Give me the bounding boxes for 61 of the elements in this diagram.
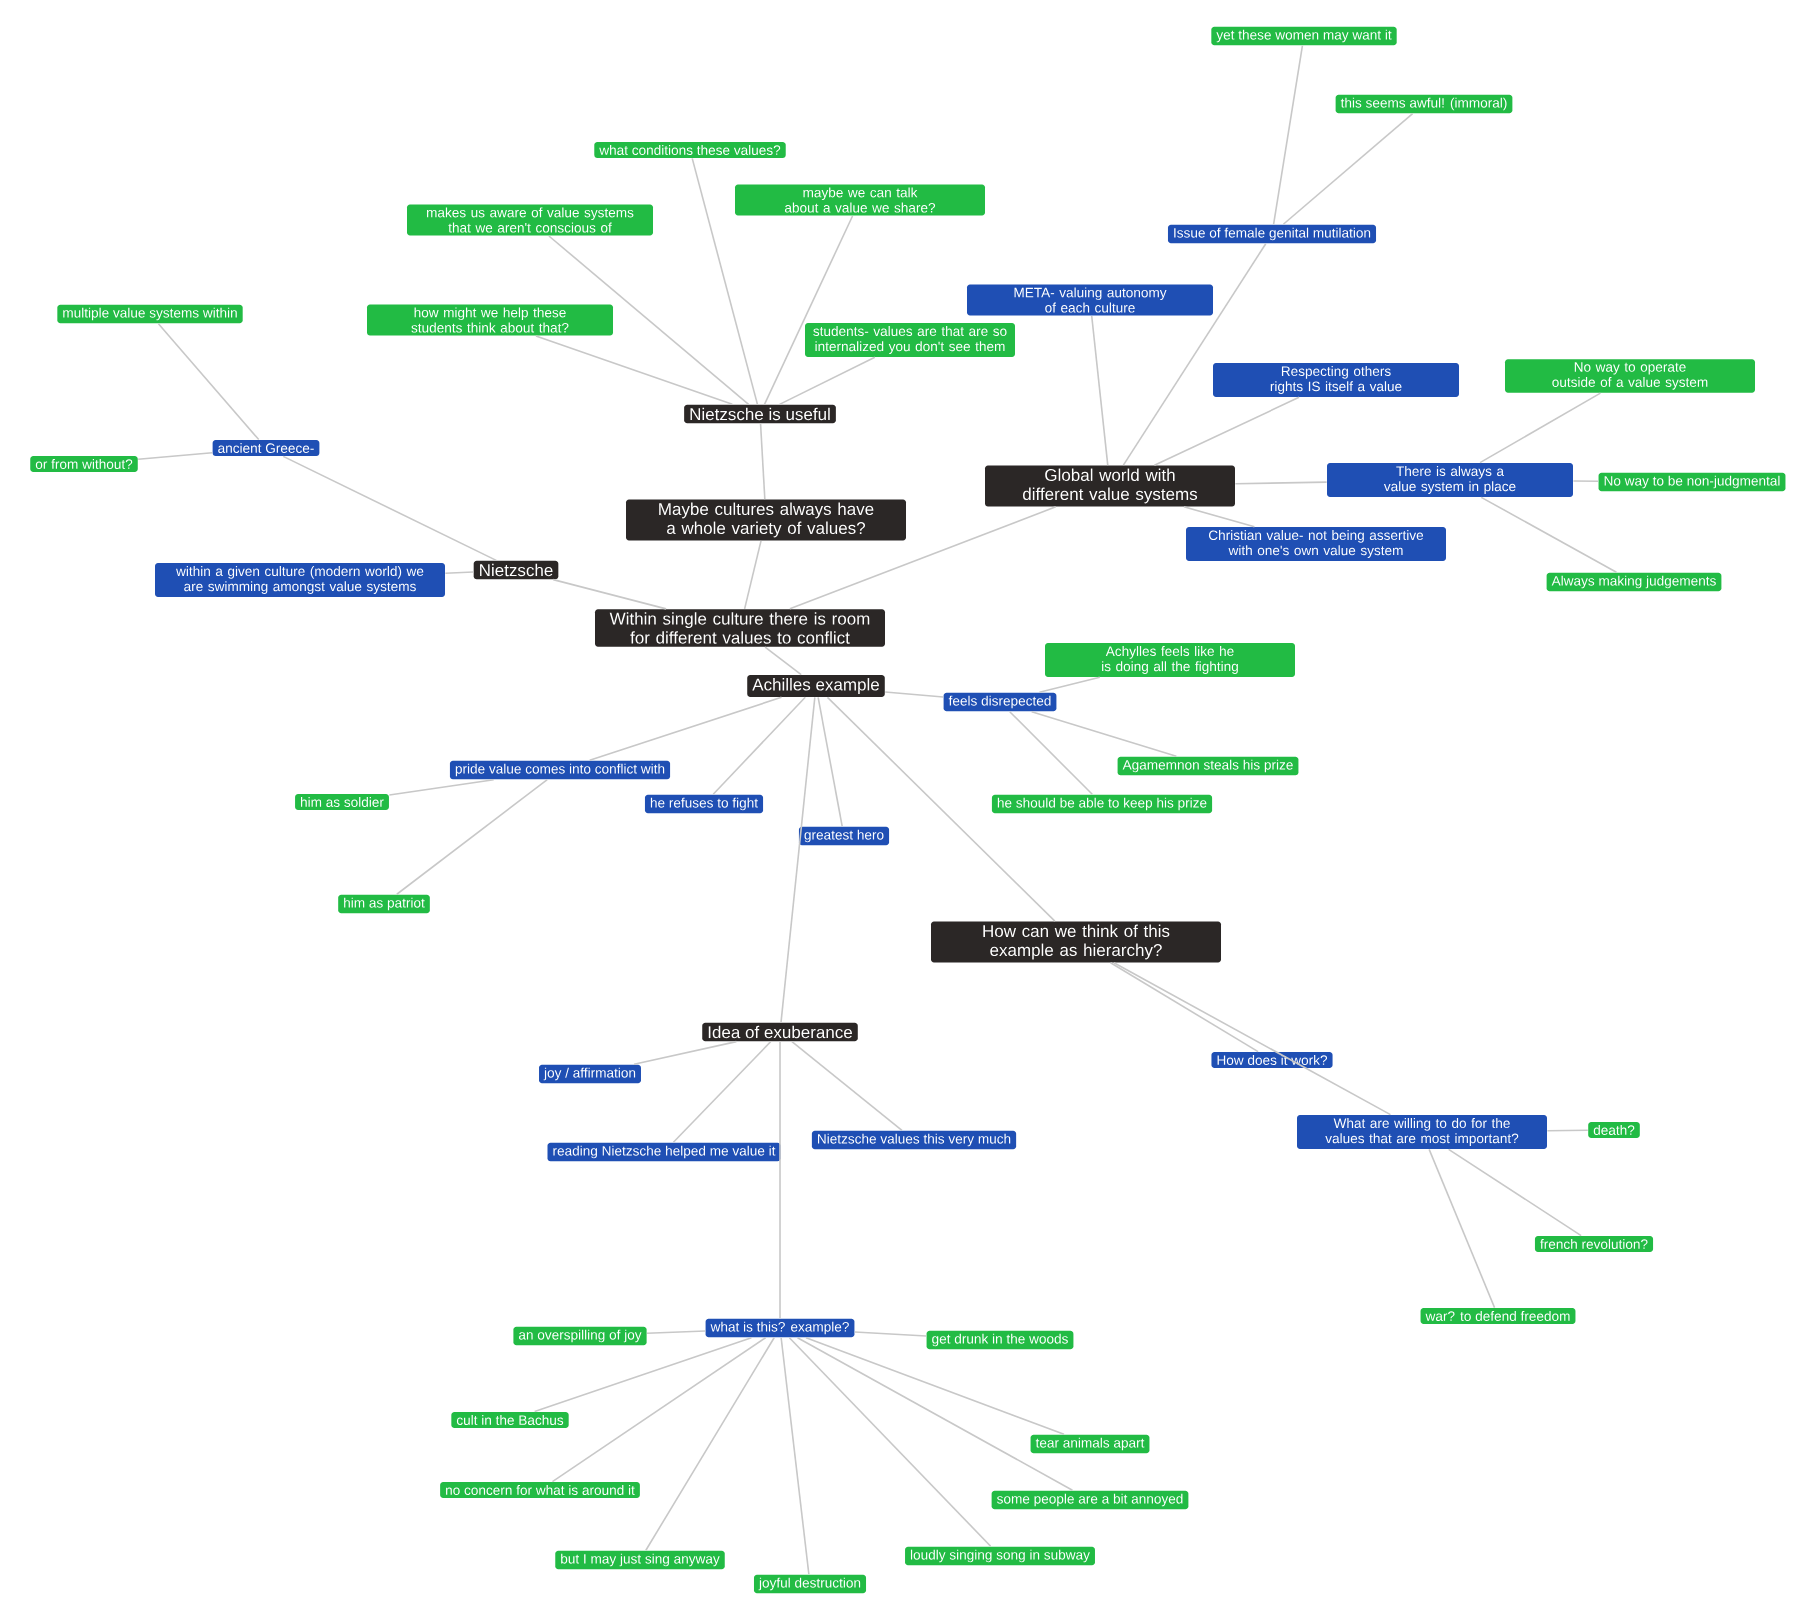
connector-line	[817, 696, 843, 828]
connector-line	[854, 1331, 927, 1337]
connector-line	[672, 1040, 772, 1144]
topic-box: Nietzsche is useful	[684, 404, 836, 424]
connector-line	[788, 1336, 992, 1548]
connector-line	[1272, 44, 1304, 226]
connector-line	[1122, 242, 1267, 466]
connector-line	[388, 778, 495, 796]
connector-line	[691, 157, 759, 406]
connector-line	[796, 1336, 1074, 1492]
topic-box: How can we think of this example as hierarchy?	[931, 921, 1221, 963]
connector-line	[548, 235, 750, 406]
connector-line	[588, 696, 783, 762]
connector-line	[1109, 962, 1259, 1053]
connector-line	[1447, 1148, 1582, 1237]
connector-line	[763, 215, 854, 406]
connector-line	[759, 422, 766, 500]
topic-box: Global world with different value systems	[985, 465, 1235, 507]
connector-line	[778, 356, 876, 406]
connector-line	[1479, 392, 1602, 464]
connector-line	[646, 1330, 706, 1335]
connector-line	[1090, 315, 1109, 466]
connector-line	[533, 1336, 753, 1413]
connector-line	[791, 1040, 903, 1132]
connector-line	[780, 696, 816, 1024]
connector-line	[1008, 710, 1094, 796]
connector-line	[645, 1336, 775, 1552]
connector-line	[552, 578, 667, 610]
connector-line	[779, 1040, 781, 1320]
connector-line	[1183, 506, 1256, 528]
connector-line	[743, 540, 762, 610]
connector-line	[444, 571, 475, 575]
connector-line	[789, 506, 1057, 610]
connector-line	[396, 778, 548, 896]
connector-line	[712, 696, 807, 796]
connector-line	[1038, 676, 1101, 694]
connector-line	[884, 691, 944, 698]
connector-line	[1546, 1129, 1589, 1132]
connector-line	[826, 696, 1056, 922]
topic-box: Maybe cultures always have a whole variety of values?	[626, 499, 906, 541]
topic-box: Achilles example	[747, 675, 885, 697]
connector-line	[1282, 112, 1414, 226]
connector-line	[1113, 962, 1392, 1116]
connector-line	[764, 646, 802, 676]
connector-line	[1572, 480, 1599, 482]
connector-line	[1153, 396, 1300, 466]
connector-line	[633, 1040, 738, 1066]
connector-line	[1428, 1148, 1496, 1309]
connector-line	[805, 1336, 1065, 1436]
connector-line	[551, 1336, 767, 1483]
connector-line	[535, 335, 734, 406]
topic-box: Within single culture there is room for different values to conflict	[595, 609, 885, 647]
connector-line	[282, 455, 498, 562]
connector-line	[1234, 481, 1328, 485]
connector-line	[780, 1336, 810, 1576]
topic-box: Idea of exuberance	[702, 1022, 858, 1042]
connector-line	[137, 451, 214, 461]
connector-line	[157, 322, 260, 441]
topic-box: Nietzsche	[473, 560, 559, 580]
connector-line	[1030, 710, 1178, 758]
connector-line	[1480, 496, 1618, 574]
